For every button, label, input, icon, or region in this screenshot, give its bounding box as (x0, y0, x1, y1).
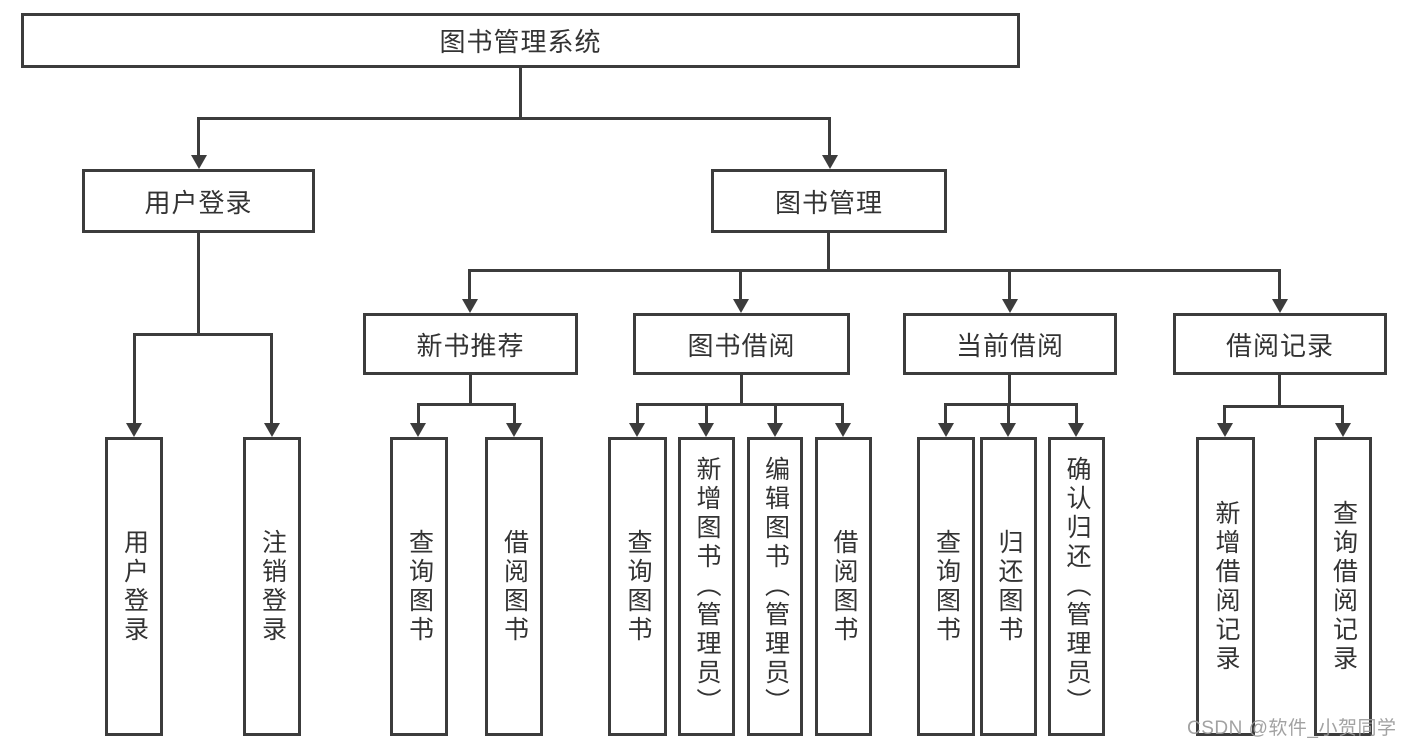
arrowhead-cb-3 (1068, 423, 1084, 437)
arrowhead-bb-1 (629, 423, 645, 437)
connector-level3-rail (468, 269, 1281, 272)
connector-bb-drop-1 (636, 403, 639, 424)
leaf-logout: 注销登录 (243, 437, 301, 736)
connector-br-stem (1278, 375, 1281, 408)
connector-user-login-stem (197, 233, 200, 336)
arrowhead-new-book-rec (462, 299, 478, 313)
connector-cb-drop-2 (1007, 403, 1010, 424)
leaf-cb-return-books: 归还图书 (980, 437, 1037, 736)
connector-drop-current-borrow (1008, 269, 1011, 300)
connector-nbr-rail (417, 403, 516, 406)
leaf-cb-confirm-return-admin: 确认归还（管理员） (1048, 437, 1105, 736)
arrowhead-cb-1 (938, 423, 954, 437)
connector-br-rail (1223, 405, 1344, 408)
connector-drop-user-login (197, 117, 200, 156)
node-library-management-system: 图书管理系统 (21, 13, 1020, 68)
connector-bb-drop-3 (774, 403, 777, 424)
arrowhead-book-management (822, 155, 838, 169)
node-book-management: 图书管理 (711, 169, 947, 233)
csdn-watermark: CSDN @软件_小贺同学 (1187, 718, 1397, 739)
leaf-user-login: 用户登录 (105, 437, 163, 736)
arrowhead-nbr-2 (506, 423, 522, 437)
arrowhead-br-2 (1335, 423, 1351, 437)
leaf-br-add-borrow-record: 新增借阅记录 (1196, 437, 1255, 736)
connector-bb-rail (636, 403, 844, 406)
connector-nbr-drop-1 (417, 403, 420, 424)
arrowhead-book-borrow (733, 299, 749, 313)
connector-drop-login-leaf (133, 333, 136, 424)
leaf-nbr-query-books: 查询图书 (390, 437, 448, 736)
connector-drop-borrow-records (1278, 269, 1281, 300)
leaf-bb-add-books-admin: 新增图书（管理员） (678, 437, 735, 736)
connector-level2-rail (197, 117, 831, 120)
connector-cb-stem (1008, 375, 1011, 406)
connector-cb-drop-3 (1075, 403, 1078, 424)
connector-root-stem (519, 68, 522, 120)
connector-cb-rail (944, 403, 1078, 406)
arrowhead-cb-2 (1000, 423, 1016, 437)
connector-bb-drop-4 (841, 403, 844, 424)
connector-br-drop-2 (1341, 405, 1344, 424)
connector-book-management-stem (827, 233, 830, 272)
connector-cb-drop-1 (944, 403, 947, 424)
arrowhead-login-leaf (126, 423, 142, 437)
connector-drop-logout-leaf (270, 333, 273, 424)
arrowhead-logout-leaf (264, 423, 280, 437)
node-user-login: 用户登录 (82, 169, 315, 233)
connector-nbr-stem (469, 375, 472, 406)
node-borrowing-records: 借阅记录 (1173, 313, 1387, 375)
arrowhead-bb-4 (835, 423, 851, 437)
arrowhead-user-login (191, 155, 207, 169)
arrowhead-current-borrow (1002, 299, 1018, 313)
connector-user-login-rail (133, 333, 273, 336)
node-new-book-recommendation: 新书推荐 (363, 313, 578, 375)
connector-drop-new-book-rec (468, 269, 471, 300)
connector-drop-book-borrow (739, 269, 742, 300)
arrowhead-borrow-records (1272, 299, 1288, 313)
leaf-cb-query-books: 查询图书 (917, 437, 975, 736)
node-current-borrowing: 当前借阅 (903, 313, 1117, 375)
connector-drop-book-management (828, 117, 831, 156)
leaf-nbr-borrow-books: 借阅图书 (485, 437, 543, 736)
arrowhead-br-1 (1217, 423, 1233, 437)
connector-br-drop-1 (1223, 405, 1226, 424)
leaf-bb-query-books: 查询图书 (608, 437, 667, 736)
connector-bb-stem (740, 375, 743, 406)
arrowhead-bb-3 (767, 423, 783, 437)
arrowhead-bb-2 (698, 423, 714, 437)
leaf-bb-edit-books-admin: 编辑图书（管理员） (747, 437, 803, 736)
leaf-bb-borrow-books: 借阅图书 (815, 437, 872, 736)
connector-bb-drop-2 (705, 403, 708, 424)
connector-nbr-drop-2 (513, 403, 516, 424)
leaf-br-query-borrow-record: 查询借阅记录 (1314, 437, 1372, 736)
arrowhead-nbr-1 (410, 423, 426, 437)
node-book-borrowing: 图书借阅 (633, 313, 850, 375)
